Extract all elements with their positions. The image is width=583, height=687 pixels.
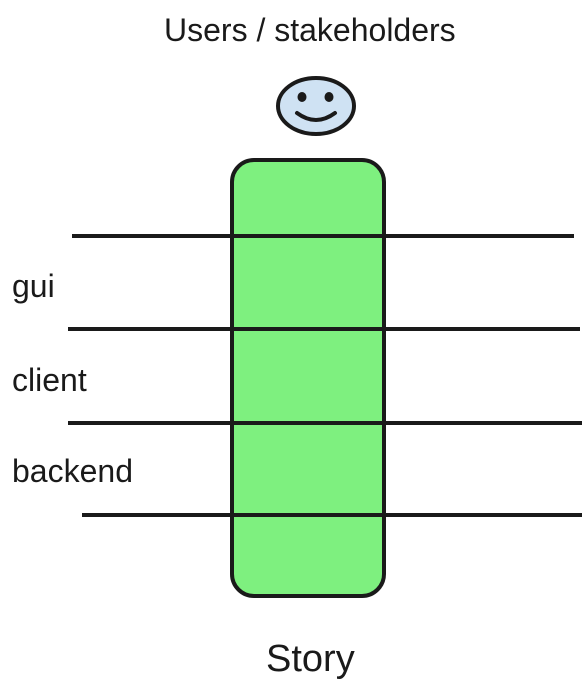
layer-label-backend: backend <box>12 453 133 489</box>
layer-label-gui: gui <box>12 268 55 304</box>
layer-label-client: client <box>12 362 87 398</box>
smiley-face-icon <box>276 76 356 136</box>
left-eye <box>297 92 307 102</box>
right-eye <box>324 92 334 102</box>
story-bar <box>230 158 386 598</box>
smile-mouth <box>295 111 337 122</box>
story-caption: Story <box>266 638 355 680</box>
face-outline <box>276 76 356 136</box>
diagram-title: Users / stakeholders <box>164 12 456 48</box>
